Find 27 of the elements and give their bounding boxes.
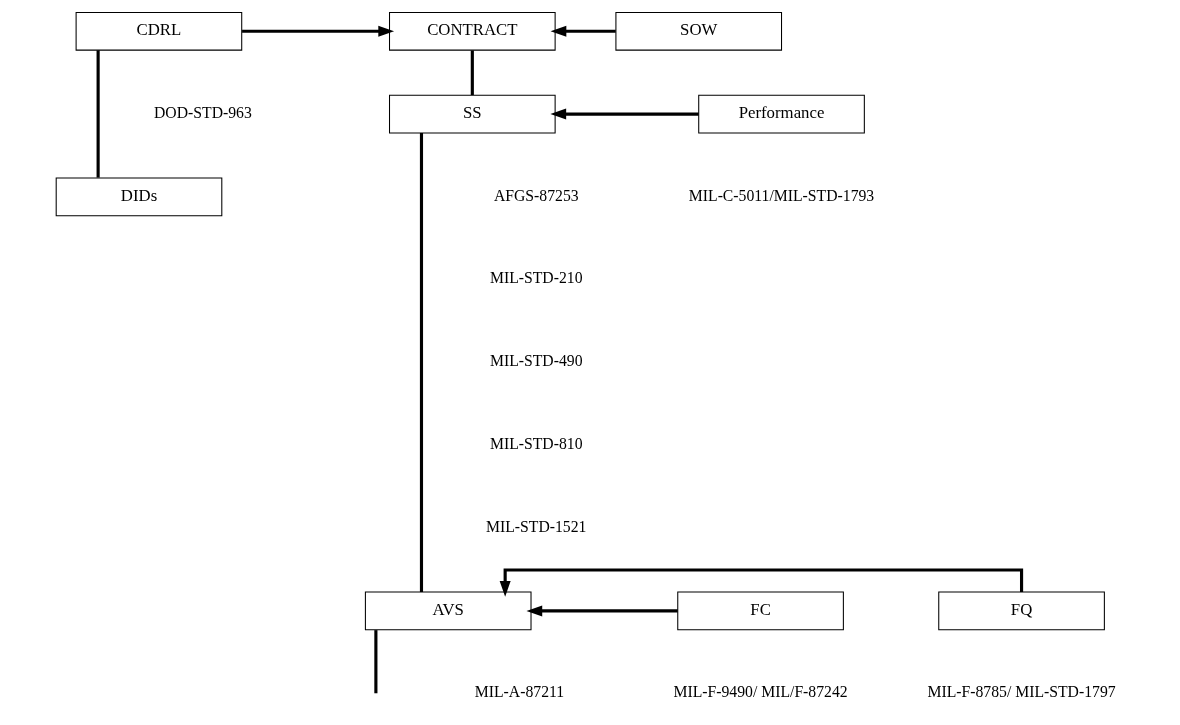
node-box: FC bbox=[676, 591, 844, 631]
node-box: SOW bbox=[614, 11, 782, 51]
connector bbox=[96, 50, 100, 178]
label: AFGS-87253 bbox=[493, 186, 579, 204]
arrow bbox=[241, 25, 394, 37]
node-box: CONTRACT bbox=[388, 11, 556, 51]
node-box: AVS bbox=[364, 591, 532, 631]
connector bbox=[373, 630, 377, 694]
node-box: CDRL bbox=[75, 11, 242, 51]
label: MIL-STD-1521 bbox=[485, 517, 586, 535]
connector bbox=[470, 50, 474, 95]
label: MIL-STD-490 bbox=[489, 352, 583, 370]
label: DOD-STD-963 bbox=[153, 103, 252, 121]
label: MIL-A-87211 bbox=[474, 683, 564, 701]
label: MIL-F-8785/ MIL-STD-1797 bbox=[926, 683, 1116, 701]
label: MIL-STD-210 bbox=[489, 269, 583, 287]
connector bbox=[419, 132, 423, 593]
label: MIL-C-5011/MIL-STD-1793 bbox=[688, 186, 874, 204]
node-box: FQ bbox=[937, 591, 1105, 631]
node-box: DIDs bbox=[55, 177, 222, 217]
node-box: SS bbox=[388, 94, 556, 134]
arrow bbox=[549, 108, 699, 120]
label: MIL-F-9490/ MIL/F-87242 bbox=[672, 683, 848, 701]
arrow bbox=[525, 605, 678, 617]
node-box: Performance bbox=[697, 94, 865, 134]
label: MIL-STD-810 bbox=[489, 434, 583, 452]
arrow bbox=[550, 25, 616, 37]
